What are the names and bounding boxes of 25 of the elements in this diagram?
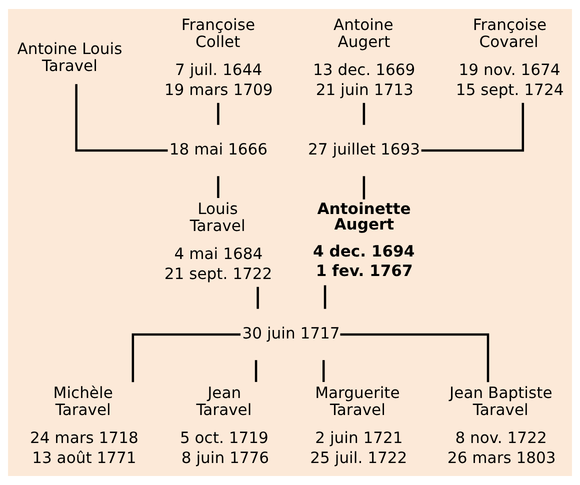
connector (254, 360, 258, 382)
connector (217, 176, 220, 198)
connector (75, 84, 168, 152)
connector (340, 333, 490, 382)
node-text: Françoise Covarel 19 nov. 1674 15 sept. 1724 (456, 16, 564, 100)
node-text: Michèle Taravel 24 mars 1718 13 août 1771 (30, 384, 138, 467)
node-text: Antoine Augert 13 dec. 1669 21 juin 1713 (312, 16, 416, 100)
connector (322, 360, 325, 382)
node-text: Louis Taravel 4 mai 1684 21 sept. 1722 (164, 200, 272, 284)
node-text: 30 juin 1717 (242, 324, 340, 342)
connector (132, 333, 241, 382)
connector (421, 102, 524, 152)
connector (362, 176, 366, 200)
node-text: Jean Taravel 5 oct. 1719 8 juin 1776 (180, 384, 270, 467)
node-text: Françoise Collet 7 juil. 1644 19 mars 1709 (164, 16, 273, 100)
connector (362, 102, 366, 125)
node-text: Antoinette Augert 4 dec. 1694 1 fev. 1767 (312, 200, 415, 280)
connector (217, 102, 220, 125)
connector (324, 285, 326, 309)
node-text: Antoine Louis Taravel (17, 40, 122, 75)
node-text: 27 juillet 1693 (308, 140, 420, 158)
node-text: Marguerite Taravel 2 juin 1721 25 juil. 1722 (310, 384, 408, 467)
connector (256, 286, 259, 309)
node-text: 18 mai 1666 (169, 140, 268, 158)
node-text: Jean Baptiste Taravel 8 nov. 1722 26 mars 1803 (447, 384, 556, 467)
